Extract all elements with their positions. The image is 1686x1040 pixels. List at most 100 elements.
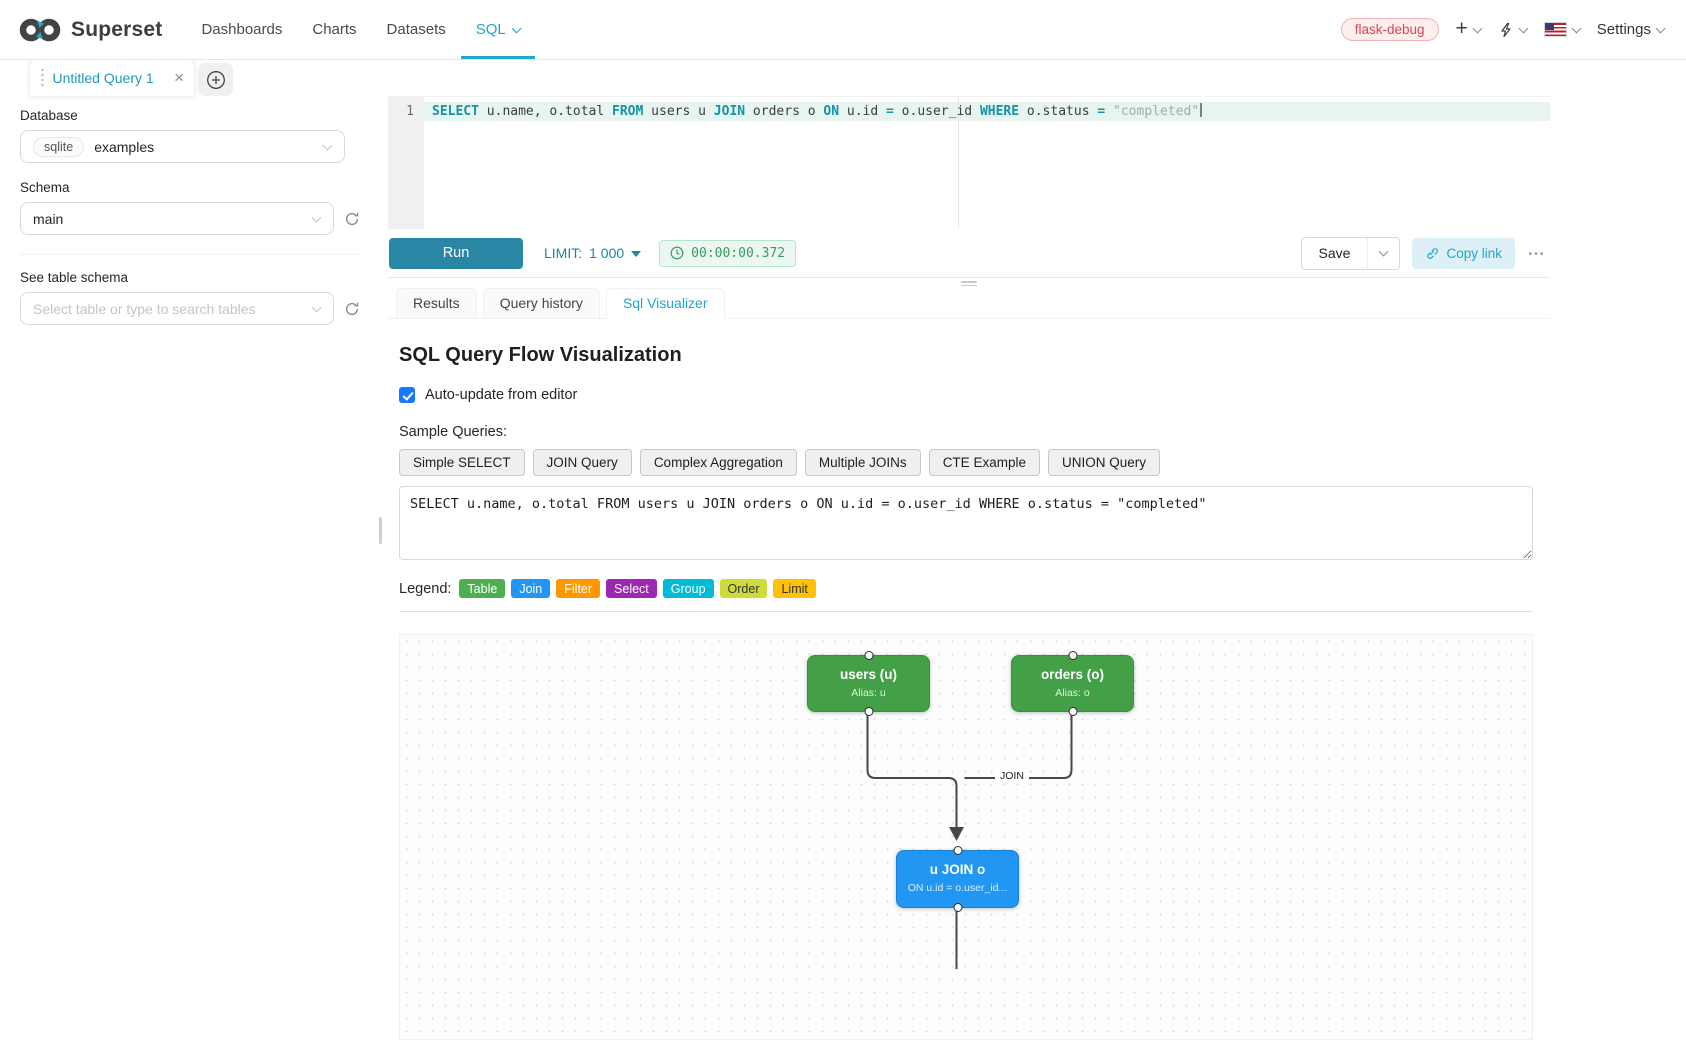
refresh-icon: [344, 301, 360, 317]
tab-query-history[interactable]: Query history: [483, 288, 600, 318]
nav-item-label: Datasets: [387, 21, 446, 38]
close-icon[interactable]: ×: [174, 69, 184, 86]
node-handle[interactable]: [864, 707, 873, 716]
tab-results[interactable]: Results: [396, 288, 477, 318]
node-title: users (u): [808, 667, 929, 682]
auto-update-checkbox[interactable]: [399, 387, 415, 403]
refresh-tables-button[interactable]: [344, 301, 360, 317]
line-number: 1: [388, 102, 414, 121]
query-tab-label: Untitled Query 1: [53, 70, 154, 86]
flow-canvas[interactable]: JOIN users (u) Alias: u orders (o) Alias…: [399, 634, 1533, 1040]
schema-value: main: [33, 211, 63, 227]
flow-node-orders[interactable]: orders (o) Alias: o: [1011, 655, 1134, 712]
database-label: Database: [20, 108, 360, 123]
chevron-down-icon: [1518, 23, 1528, 33]
legend-badge-join: Join: [511, 579, 550, 598]
settings-menu[interactable]: Settings: [1597, 21, 1664, 38]
divider: [399, 611, 1533, 612]
legend-badge-group: Group: [663, 579, 714, 598]
query-tab-untitled-query-1[interactable]: Untitled Query 1 ×: [30, 59, 194, 96]
run-button[interactable]: Run: [389, 238, 523, 269]
navbar-right: flask-debug + Settings: [1341, 0, 1664, 59]
nav-item-dashboards[interactable]: Dashboards: [186, 0, 297, 59]
sample-buttons: Simple SELECT JOIN Query Complex Aggregati…: [399, 449, 1539, 476]
schema-label: Schema: [20, 180, 360, 195]
chevron-down-icon: [1571, 23, 1581, 33]
nav-item-label: Dashboards: [201, 21, 282, 38]
database-value: examples: [94, 139, 154, 155]
copy-link-button[interactable]: Copy link: [1412, 238, 1515, 269]
nav-item-sql[interactable]: SQL: [461, 0, 535, 59]
node-handle[interactable]: [1068, 707, 1077, 716]
legend-badge-order: Order: [720, 579, 768, 598]
link-icon: [1425, 246, 1439, 260]
lightning-icon: [1498, 22, 1514, 38]
node-subtitle: Alias: u: [808, 687, 929, 699]
language-picker[interactable]: [1544, 22, 1580, 37]
save-dropdown-button[interactable]: [1367, 238, 1399, 269]
nav-item-label: SQL: [476, 21, 506, 38]
flow-node-join[interactable]: u JOIN o ON u.id = o.user_id...: [896, 850, 1019, 908]
sample-query-button-complex-aggregation[interactable]: Complex Aggregation: [640, 449, 797, 476]
flow-node-users[interactable]: users (u) Alias: u: [807, 655, 930, 712]
new-query-tab-button[interactable]: [198, 63, 233, 96]
environment-badge: flask-debug: [1341, 18, 1439, 41]
limit-dropdown[interactable]: LIMIT: 1 000: [544, 245, 641, 261]
node-title: u JOIN o: [897, 862, 1018, 877]
table-select[interactable]: Select table or type to search tables: [20, 292, 334, 325]
editor-gutter: 1: [388, 97, 424, 229]
tab-sql-visualizer[interactable]: Sql Visualizer: [606, 288, 725, 319]
sql-editor[interactable]: 1 SELECT u.name, o.total FROM users u JO…: [388, 97, 1550, 230]
new-menu-button[interactable]: +: [1456, 20, 1481, 39]
edge-label-join: JOIN: [995, 769, 1029, 783]
sqllab-main-panel: 1 SELECT u.name, o.total FROM users u JO…: [388, 96, 1550, 1034]
auto-update-row[interactable]: Auto-update from editor: [399, 387, 1539, 403]
chevron-down-icon: [312, 212, 322, 222]
schema-select[interactable]: main: [20, 202, 334, 235]
elapsed-time: 00:00:00.372: [691, 246, 785, 261]
query-timer: 00:00:00.372: [659, 240, 796, 267]
plus-circle-icon: [206, 70, 226, 90]
page-title: SQL Query Flow Visualization: [399, 344, 1539, 367]
chevron-down-icon: [1379, 247, 1389, 257]
brand-name: Superset: [71, 18, 162, 42]
node-handle[interactable]: [953, 846, 962, 855]
node-subtitle: Alias: o: [1012, 687, 1133, 699]
drag-handle-icon[interactable]: [41, 69, 44, 87]
sql-visualizer-panel: SQL Query Flow Visualization Auto-update…: [388, 344, 1550, 1040]
sample-query-button-cte-example[interactable]: CTE Example: [929, 449, 1040, 476]
sample-queries-label: Sample Queries:: [399, 424, 1539, 440]
pane-resize-grip[interactable]: [955, 279, 983, 288]
node-handle[interactable]: [864, 651, 873, 660]
query-tab-strip: Untitled Query 1 ×: [0, 59, 1686, 96]
visualizer-sql-input[interactable]: SELECT u.name, o.total FROM users u JOIN…: [399, 486, 1533, 560]
superset-brand[interactable]: Superset: [18, 0, 162, 59]
panel-resize-handle[interactable]: [379, 517, 382, 544]
node-subtitle: ON u.id = o.user_id...: [897, 882, 1018, 894]
chevron-down-icon: [323, 140, 333, 150]
more-menu-button[interactable]: …: [1527, 249, 1546, 257]
database-select[interactable]: sqlite examples: [20, 130, 345, 163]
sample-query-button-multiple-joins[interactable]: Multiple JOINs: [805, 449, 921, 476]
save-split-button: Save: [1301, 237, 1401, 270]
flow-edges: [400, 635, 1533, 1040]
sample-query-button-union-query[interactable]: UNION Query: [1048, 449, 1160, 476]
refresh-schemas-button[interactable]: [344, 211, 360, 227]
legend-label: Legend:: [399, 581, 451, 597]
legend-badge-select: Select: [606, 579, 657, 598]
nav-item-charts[interactable]: Charts: [297, 0, 371, 59]
nav-item-datasets[interactable]: Datasets: [372, 0, 461, 59]
sample-query-button-join-query[interactable]: JOIN Query: [533, 449, 632, 476]
save-button[interactable]: Save: [1302, 238, 1368, 269]
node-handle[interactable]: [1068, 651, 1077, 660]
limit-value: 1 000: [589, 245, 624, 261]
divider: [20, 254, 360, 255]
chevron-down-icon: [1472, 23, 1482, 33]
node-handle[interactable]: [953, 903, 962, 912]
sample-query-button-simple-select[interactable]: Simple SELECT: [399, 449, 525, 476]
database-engine-badge: sqlite: [33, 137, 84, 157]
query-search-menu-button[interactable]: [1498, 22, 1527, 38]
